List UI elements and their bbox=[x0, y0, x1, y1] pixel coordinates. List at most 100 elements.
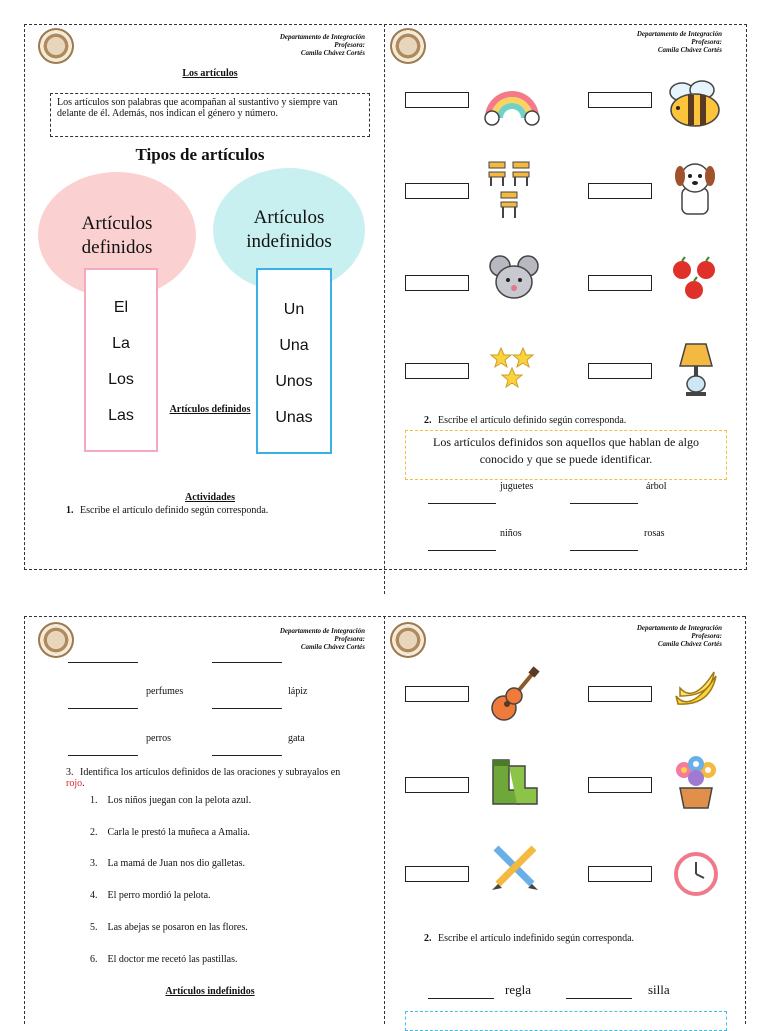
school-logo bbox=[38, 28, 74, 64]
indefinidos-section-label: Artículos indefinidos bbox=[165, 986, 255, 997]
answer-box[interactable] bbox=[588, 92, 652, 108]
teacher-label: Profesora: bbox=[334, 635, 365, 643]
activity-1: 1. Escribe el artículo definido según co… bbox=[66, 505, 268, 516]
activity-2: 2. Escribe el artículo definido según co… bbox=[424, 415, 626, 426]
answer-box[interactable] bbox=[405, 92, 469, 108]
answer-box[interactable] bbox=[588, 275, 652, 291]
sentence-text[interactable]: El doctor me recetó las pastillas. bbox=[107, 954, 238, 965]
activities-title: Actividades bbox=[185, 492, 235, 503]
answer-line[interactable] bbox=[212, 708, 282, 709]
header-block: Departamento de Integración Profesora: C… bbox=[602, 30, 722, 54]
department-label: Departamento de Integración bbox=[279, 627, 365, 635]
word-arbol: árbol bbox=[646, 481, 667, 492]
clock-icon bbox=[674, 852, 718, 896]
activity-3-text: Identifica los artículos definidos de la… bbox=[80, 767, 341, 778]
definidos-heading: Artículos definidos bbox=[38, 212, 196, 260]
department-label: Departamento de Integración bbox=[636, 624, 722, 632]
sentence-text[interactable]: El perro mordió la pelota. bbox=[107, 890, 211, 901]
sentence-4: 4. El perro mordió la pelota. bbox=[90, 890, 211, 901]
answer-line[interactable] bbox=[68, 755, 138, 756]
answer-line[interactable] bbox=[570, 503, 638, 504]
word-silla: silla bbox=[648, 982, 670, 997]
header-block: Departamento de Integración Profesora: C… bbox=[245, 33, 365, 57]
word-lapiz: lápiz bbox=[288, 686, 308, 697]
lamp-icon bbox=[679, 343, 713, 396]
answer-box[interactable] bbox=[588, 686, 652, 702]
answer-line[interactable] bbox=[68, 708, 138, 709]
teacher-name: Camila Chávez Cortés bbox=[657, 640, 722, 648]
word-juguetes: juguetes bbox=[500, 481, 534, 492]
sentence-number: 2. bbox=[90, 827, 98, 838]
answer-box[interactable] bbox=[588, 777, 652, 793]
activity-3-period: . bbox=[82, 778, 85, 789]
answer-line[interactable] bbox=[428, 998, 494, 999]
answer-box[interactable] bbox=[405, 363, 469, 379]
article-un: Un bbox=[283, 301, 305, 318]
answer-box[interactable] bbox=[588, 363, 652, 379]
answer-line[interactable] bbox=[428, 550, 496, 551]
teacher-label: Profesora: bbox=[334, 41, 365, 49]
rainbow-icon bbox=[484, 91, 540, 126]
dog-icon bbox=[675, 163, 715, 215]
answer-box[interactable] bbox=[588, 866, 652, 882]
top-worksheet-frame bbox=[24, 24, 747, 570]
guitar-icon bbox=[491, 666, 540, 721]
answer-box[interactable] bbox=[405, 183, 469, 199]
answer-line[interactable] bbox=[212, 662, 282, 663]
sentence-text[interactable]: La mamá de Juan nos dio galletas. bbox=[107, 858, 245, 869]
activity-2-text: Escribe el artículo indefinido según cor… bbox=[438, 933, 635, 944]
word-regla: regla bbox=[505, 982, 531, 997]
definidos-list: El La Los Las bbox=[84, 268, 158, 452]
answer-line[interactable] bbox=[566, 998, 632, 999]
sentence-number: 1. bbox=[90, 795, 98, 806]
teacher-label: Profesora: bbox=[691, 632, 722, 640]
word-rosas: rosas bbox=[644, 528, 665, 539]
answer-line[interactable] bbox=[212, 755, 282, 756]
answer-box[interactable] bbox=[588, 183, 652, 199]
indefinidos-heading-line1: Artículos bbox=[253, 207, 325, 228]
mouse-icon bbox=[489, 255, 539, 299]
school-logo bbox=[38, 622, 74, 658]
article-unos: Unos bbox=[275, 373, 313, 390]
sentence-number: 3. bbox=[90, 858, 98, 869]
sentence-5: 5. Las abejas se posaron en las flores. bbox=[90, 922, 248, 933]
page-title: Los artículos bbox=[182, 68, 238, 79]
sentence-number: 4. bbox=[90, 890, 98, 901]
indefinidos-list: Un Una Unos Unas bbox=[256, 268, 332, 454]
teacher-name: Camila Chávez Cortés bbox=[300, 49, 365, 57]
answer-line[interactable] bbox=[68, 662, 138, 663]
article-unas: Unas bbox=[275, 409, 313, 426]
teacher-name: Camila Chávez Cortés bbox=[300, 643, 365, 651]
activity-1-text: Escribe el artículo definido según corre… bbox=[80, 505, 269, 516]
school-logo bbox=[390, 622, 426, 658]
sentence-text[interactable]: Las abejas se posaron en las flores. bbox=[107, 922, 248, 933]
sentence-number: 6. bbox=[90, 954, 98, 965]
sentence-6: 6. El doctor me recetó las pastillas. bbox=[90, 954, 237, 965]
sentence-text[interactable]: Los niños juegan con la pelota azul. bbox=[107, 795, 252, 806]
activity-2-number: 2. bbox=[424, 933, 432, 944]
boots-icon bbox=[492, 759, 538, 805]
header-block: Departamento de Integración Profesora: C… bbox=[245, 627, 365, 651]
answer-box[interactable] bbox=[405, 275, 469, 291]
article-la: La bbox=[112, 335, 130, 352]
activity-3-red-word: rojo bbox=[66, 778, 83, 789]
answer-box[interactable] bbox=[405, 686, 469, 702]
activity-3-number: 3. bbox=[66, 767, 74, 778]
answer-line[interactable] bbox=[428, 503, 496, 504]
sentence-text[interactable]: Carla le prestó la muñeca a Amalia. bbox=[107, 827, 250, 838]
answer-box[interactable] bbox=[405, 866, 469, 882]
word-ninos: niños bbox=[500, 528, 522, 539]
activity-1-number: 1. bbox=[66, 505, 74, 516]
sentence-2: 2. Carla le prestó la muñeca a Amalia. bbox=[90, 827, 250, 838]
definidos-section-label: Artículos definidos bbox=[169, 404, 251, 415]
definidos-info-box: Los artículos definidos son aquellos que… bbox=[405, 430, 727, 480]
types-heading: Tipos de artículos bbox=[135, 145, 265, 164]
bottom-frame-left bbox=[24, 616, 25, 1024]
answer-box[interactable] bbox=[405, 777, 469, 793]
definidos-heading-line1: Artículos bbox=[81, 213, 153, 234]
definidos-heading-line2: definidos bbox=[81, 237, 153, 258]
top-page-divider bbox=[384, 24, 385, 594]
article-una: Una bbox=[279, 337, 309, 354]
answer-line[interactable] bbox=[570, 550, 638, 551]
sentence-number: 5. bbox=[90, 922, 98, 933]
